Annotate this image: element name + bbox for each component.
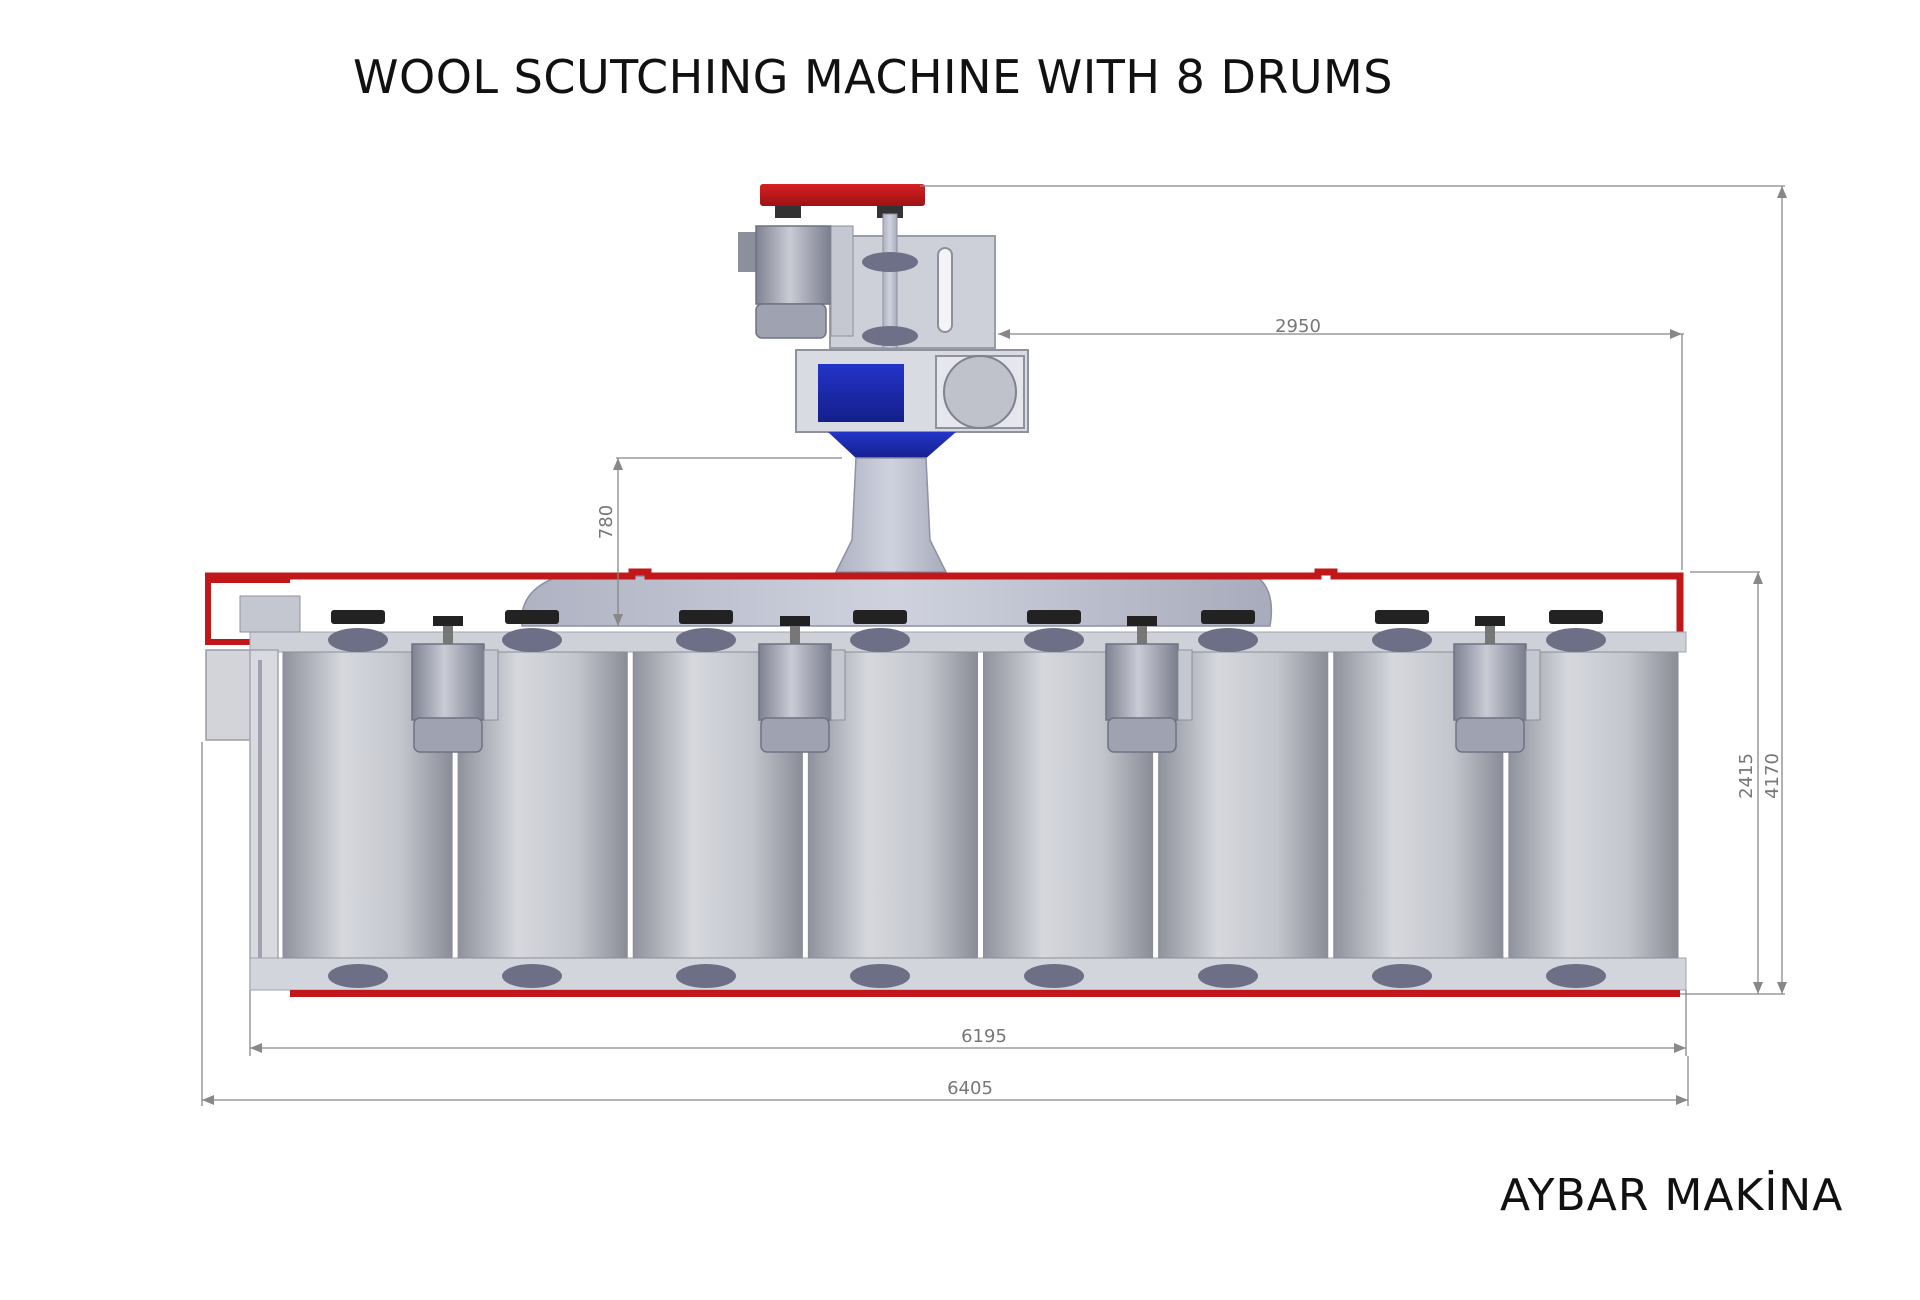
dimension-780: 780 (596, 505, 617, 539)
fan-shaft (882, 213, 898, 349)
main-frame (205, 568, 1687, 997)
bottom-bearing (502, 964, 562, 988)
drum-motor-end (1107, 717, 1177, 753)
top-bearing (1372, 628, 1432, 652)
bottom-rail (290, 990, 1680, 997)
top-bearing (676, 628, 736, 652)
top-bearing (1198, 628, 1258, 652)
pulley (679, 610, 733, 624)
drum-motor (1453, 643, 1527, 721)
pulley (1201, 610, 1255, 624)
bearing (862, 326, 918, 346)
motor-pulley (433, 616, 463, 626)
drum-motor (1105, 643, 1179, 721)
drum-motor-end (413, 717, 483, 753)
slot (937, 247, 953, 333)
pulley (1549, 610, 1603, 624)
fan-motor (755, 303, 827, 339)
top-bearing (502, 628, 562, 652)
duct (834, 457, 948, 573)
motor-pulley (1475, 616, 1505, 626)
drum-motor (758, 643, 832, 721)
top-rail (205, 568, 1684, 632)
motor-shaft (1485, 626, 1495, 644)
pulley (331, 610, 385, 624)
bottom-bearing (1546, 964, 1606, 988)
dimension-arrows (202, 186, 1787, 1105)
fan-motor (830, 225, 854, 337)
bottom-bearing (1198, 964, 1258, 988)
pulley (505, 610, 559, 624)
dimension-6195: 6195 (961, 1026, 1007, 1047)
belt-guard (760, 184, 925, 206)
left-post (249, 649, 279, 989)
top-bearing (1546, 628, 1606, 652)
dimension-4170: 4170 (1762, 753, 1783, 799)
drums-layer (282, 610, 1679, 988)
bottom-bearing (1024, 964, 1084, 988)
motor-shaft (1137, 626, 1147, 644)
gear-unit (239, 595, 301, 633)
bottom-bearing (1372, 964, 1432, 988)
fan-inlet-ring (943, 355, 1017, 429)
fan-blue-panel (818, 364, 904, 422)
fan-assembly (520, 184, 1273, 627)
dimension-lines (201, 185, 1785, 1106)
drum-motor-end (1455, 717, 1525, 753)
brand-name: AYBAR MAKİNA (1500, 1170, 1844, 1221)
dimension-2950: 2950 (1275, 316, 1321, 337)
bottom-bearing (676, 964, 736, 988)
fan-blue-hopper (828, 432, 956, 460)
drawing-title: WOOL SCUTCHING MACHINE WITH 8 DRUMS (353, 50, 1393, 104)
fan-motor (738, 232, 758, 272)
left-post (258, 660, 262, 980)
control-cabinet (205, 649, 257, 741)
pulley (1375, 610, 1429, 624)
bearing (862, 252, 918, 272)
left-guard (205, 577, 290, 645)
pulley (1027, 610, 1081, 624)
motor-pulley (780, 616, 810, 626)
top-bearing (1024, 628, 1084, 652)
motor-bracket (830, 649, 846, 721)
dimension-6405: 6405 (947, 1078, 993, 1099)
drum-motor-end (760, 717, 830, 753)
motor-shaft (790, 626, 800, 644)
motor-pulley (1127, 616, 1157, 626)
motor-bracket (1177, 649, 1193, 721)
bottom-beam (249, 957, 1687, 991)
bearing-plate (829, 235, 996, 349)
pulley (853, 610, 907, 624)
motor-bracket (1525, 649, 1541, 721)
motor-shaft (443, 626, 453, 644)
bottom-bearing (328, 964, 388, 988)
top-bearing (850, 628, 910, 652)
motor-bracket (483, 649, 499, 721)
bottom-bearing (850, 964, 910, 988)
fan-pulley (775, 206, 801, 218)
drum-motor (411, 643, 485, 721)
dimension-2415: 2415 (1736, 753, 1757, 799)
top-bearing (328, 628, 388, 652)
fan-motor (755, 225, 832, 305)
